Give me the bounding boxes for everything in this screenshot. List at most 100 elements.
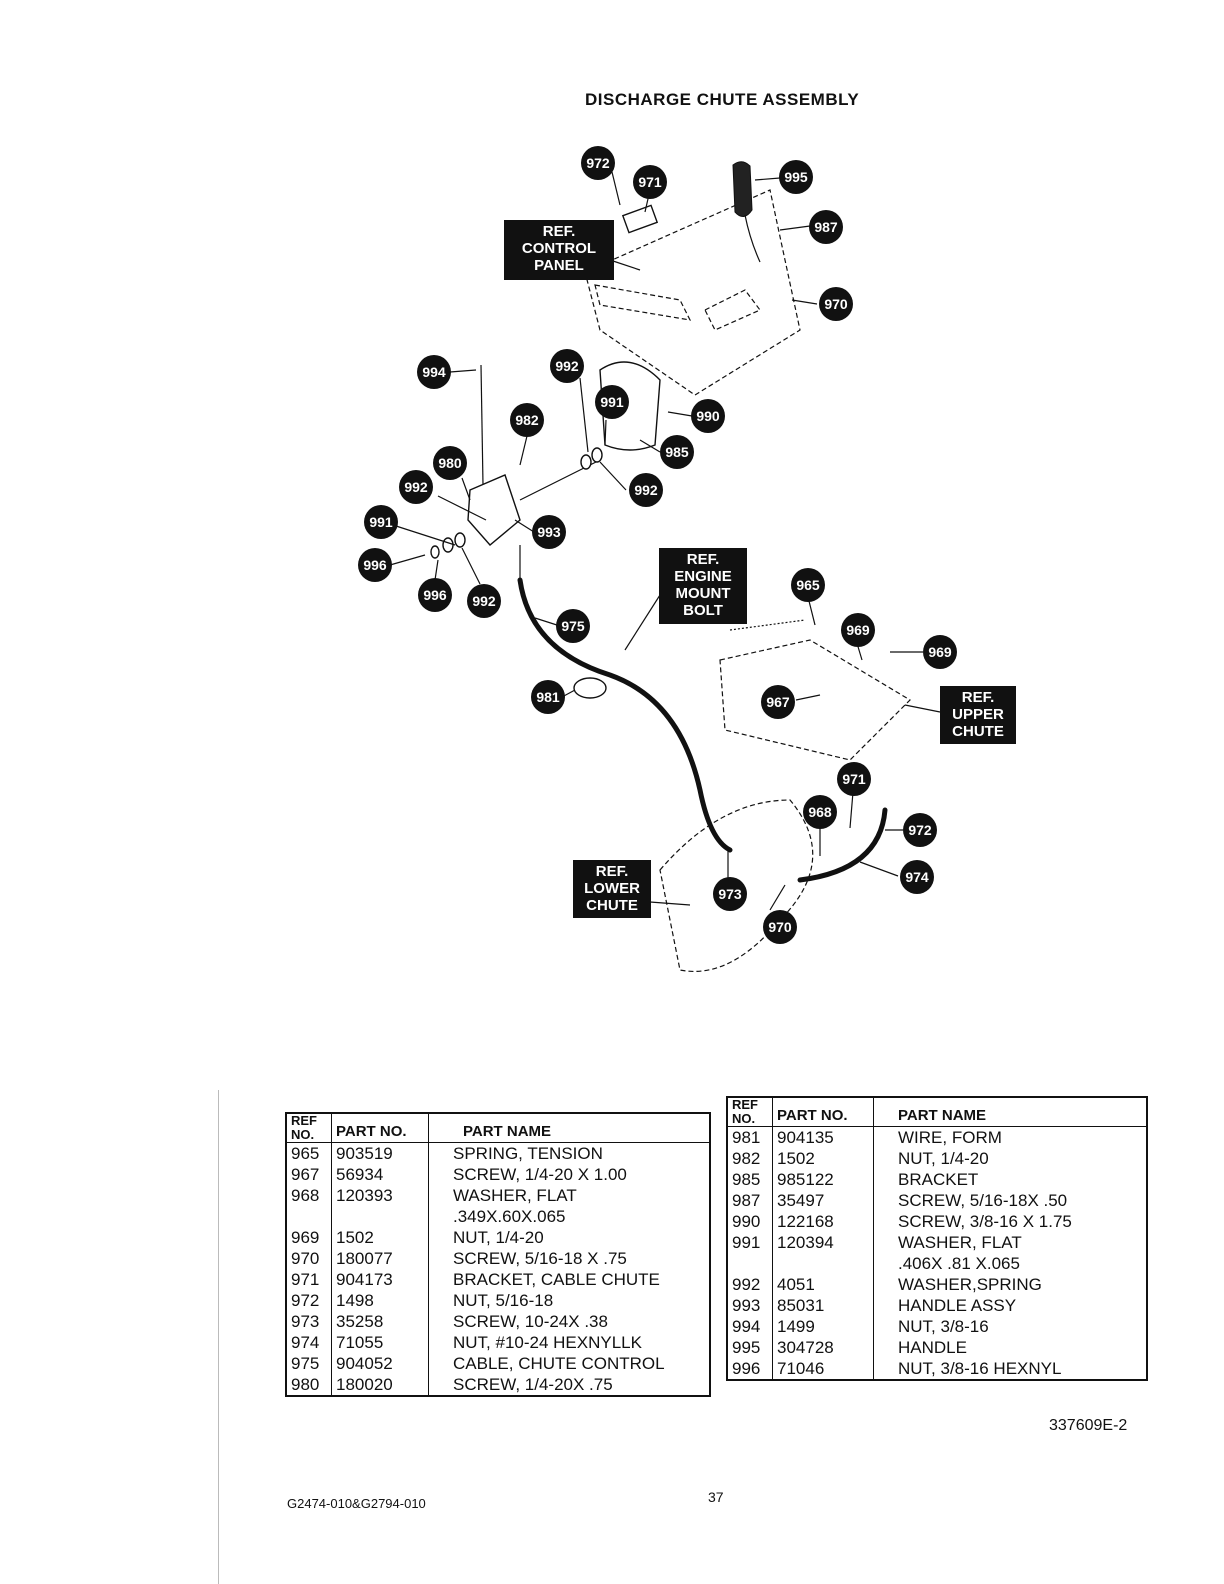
- tension-spring-part: [729, 619, 806, 631]
- callout-970: 970: [763, 910, 797, 944]
- callout-992: 992: [550, 349, 584, 383]
- ref-label-line: PANEL: [534, 257, 584, 274]
- ref-cell: 965: [286, 1142, 332, 1164]
- footer-model-numbers: G2474-010&G2794-010: [287, 1496, 426, 1511]
- table-row: .349X.60X.065: [286, 1206, 710, 1227]
- cable-bracket-part: [621, 204, 659, 234]
- part-number-cell: 904135: [772, 1126, 874, 1148]
- part-name-cell: CABLE, CHUTE CONTROL: [453, 1354, 665, 1373]
- ref-cell: 994: [727, 1316, 773, 1337]
- handle-part: [732, 161, 761, 263]
- ref-label-line: CHUTE: [952, 723, 1004, 740]
- part-number-cell: 1502: [331, 1227, 429, 1248]
- diagram-title: DISCHARGE CHUTE ASSEMBLY: [585, 90, 860, 109]
- callout-981: 981: [531, 680, 565, 714]
- col-partname-header: PART NAME: [873, 1097, 1147, 1127]
- ref-cell: 993: [727, 1295, 773, 1316]
- ref-cell: 972: [286, 1290, 332, 1311]
- callout-992: 992: [467, 584, 501, 618]
- part-name-cell: SCREW, 1/4-20 X 1.00: [453, 1165, 627, 1184]
- ref-cell: 975: [286, 1353, 332, 1374]
- part-name-cell: SCREW, 3/8-16 X 1.75: [898, 1212, 1072, 1231]
- part-name-cell: NUT, 1/4-20: [898, 1149, 989, 1168]
- part-number-cell: [331, 1206, 429, 1227]
- svg-text:991: 991: [600, 394, 624, 410]
- ref-label-line: REF.: [962, 689, 995, 706]
- part-number-cell: 180020: [331, 1374, 429, 1396]
- svg-text:992: 992: [555, 358, 579, 374]
- ref-cell: 996: [727, 1358, 773, 1380]
- ref-cell: 968: [286, 1185, 332, 1206]
- callout-985: 985: [660, 435, 694, 469]
- callout-973: 973: [713, 877, 747, 911]
- ref-cell: 974: [286, 1332, 332, 1353]
- ref-cell: 981: [727, 1126, 773, 1148]
- part-name-cell: SPRING, TENSION: [453, 1144, 603, 1163]
- callout-975: 975: [556, 609, 590, 643]
- part-number-cell: 903519: [331, 1142, 429, 1164]
- callout-996: 996: [418, 578, 452, 612]
- ref-label-line: REF.: [596, 863, 629, 880]
- part-name-cell: .406X .81 X.065: [898, 1254, 1020, 1273]
- part-name-cell: .349X.60X.065: [453, 1207, 566, 1226]
- ref-cell: 992: [727, 1274, 773, 1295]
- callout-965: 965: [791, 568, 825, 602]
- part-number-cell: 304728: [772, 1337, 874, 1358]
- washers-part: [430, 447, 603, 559]
- callout-990: 990: [691, 399, 725, 433]
- upper-chute-part: [719, 639, 911, 761]
- svg-text:969: 969: [928, 644, 952, 660]
- svg-text:975: 975: [561, 618, 585, 634]
- col-partno-header: PART NO.: [331, 1113, 429, 1143]
- part-name-cell: BRACKET: [898, 1170, 979, 1189]
- svg-text:996: 996: [423, 587, 447, 603]
- ref-cell: 970: [286, 1248, 332, 1269]
- callout-992: 992: [399, 470, 433, 504]
- document-number: 337609E-2: [1049, 1417, 1128, 1434]
- callout-967: 967: [761, 685, 795, 719]
- part-name-cell: WASHER, FLAT: [898, 1233, 1022, 1252]
- callout-994: 994: [417, 355, 451, 389]
- part-number-cell: 35258: [331, 1311, 429, 1332]
- ref-label-line: ENGINE: [674, 568, 732, 585]
- part-name-cell: SCREW, 5/16-18 X .75: [453, 1249, 627, 1268]
- callout-971: 971: [633, 165, 667, 199]
- callout-970: 970: [819, 287, 853, 321]
- svg-text:970: 970: [824, 296, 848, 312]
- ref-label-line: CONTROL: [522, 240, 596, 257]
- svg-text:972: 972: [908, 822, 932, 838]
- handle-assy-part: [467, 474, 521, 546]
- ref-cell: [727, 1253, 773, 1274]
- svg-text:965: 965: [796, 577, 820, 593]
- ref-cell: 982: [727, 1148, 773, 1169]
- svg-text:974: 974: [905, 869, 929, 885]
- ref-cell: 973: [286, 1311, 332, 1332]
- ref-label-line: REF.: [687, 551, 720, 568]
- ref-cell: 990: [727, 1211, 773, 1232]
- lower-chute-part: [659, 799, 814, 972]
- ref-label-line: UPPER: [952, 706, 1004, 723]
- col-partno-header: PART NO.: [772, 1097, 874, 1127]
- callout-993: 993: [532, 515, 566, 549]
- part-number-cell: 1502: [772, 1148, 874, 1169]
- svg-text:971: 971: [638, 174, 662, 190]
- ref-label-line: BOLT: [683, 602, 723, 619]
- part-name-cell: SCREW, 1/4-20X .75: [453, 1375, 613, 1394]
- part-name-cell: SCREW, 5/16-18X .50: [898, 1191, 1068, 1210]
- part-name-cell: WASHER,SPRING: [898, 1275, 1042, 1294]
- callout-996: 996: [358, 548, 392, 582]
- part-name-cell: WASHER, FLAT: [453, 1186, 577, 1205]
- svg-text:972: 972: [586, 155, 610, 171]
